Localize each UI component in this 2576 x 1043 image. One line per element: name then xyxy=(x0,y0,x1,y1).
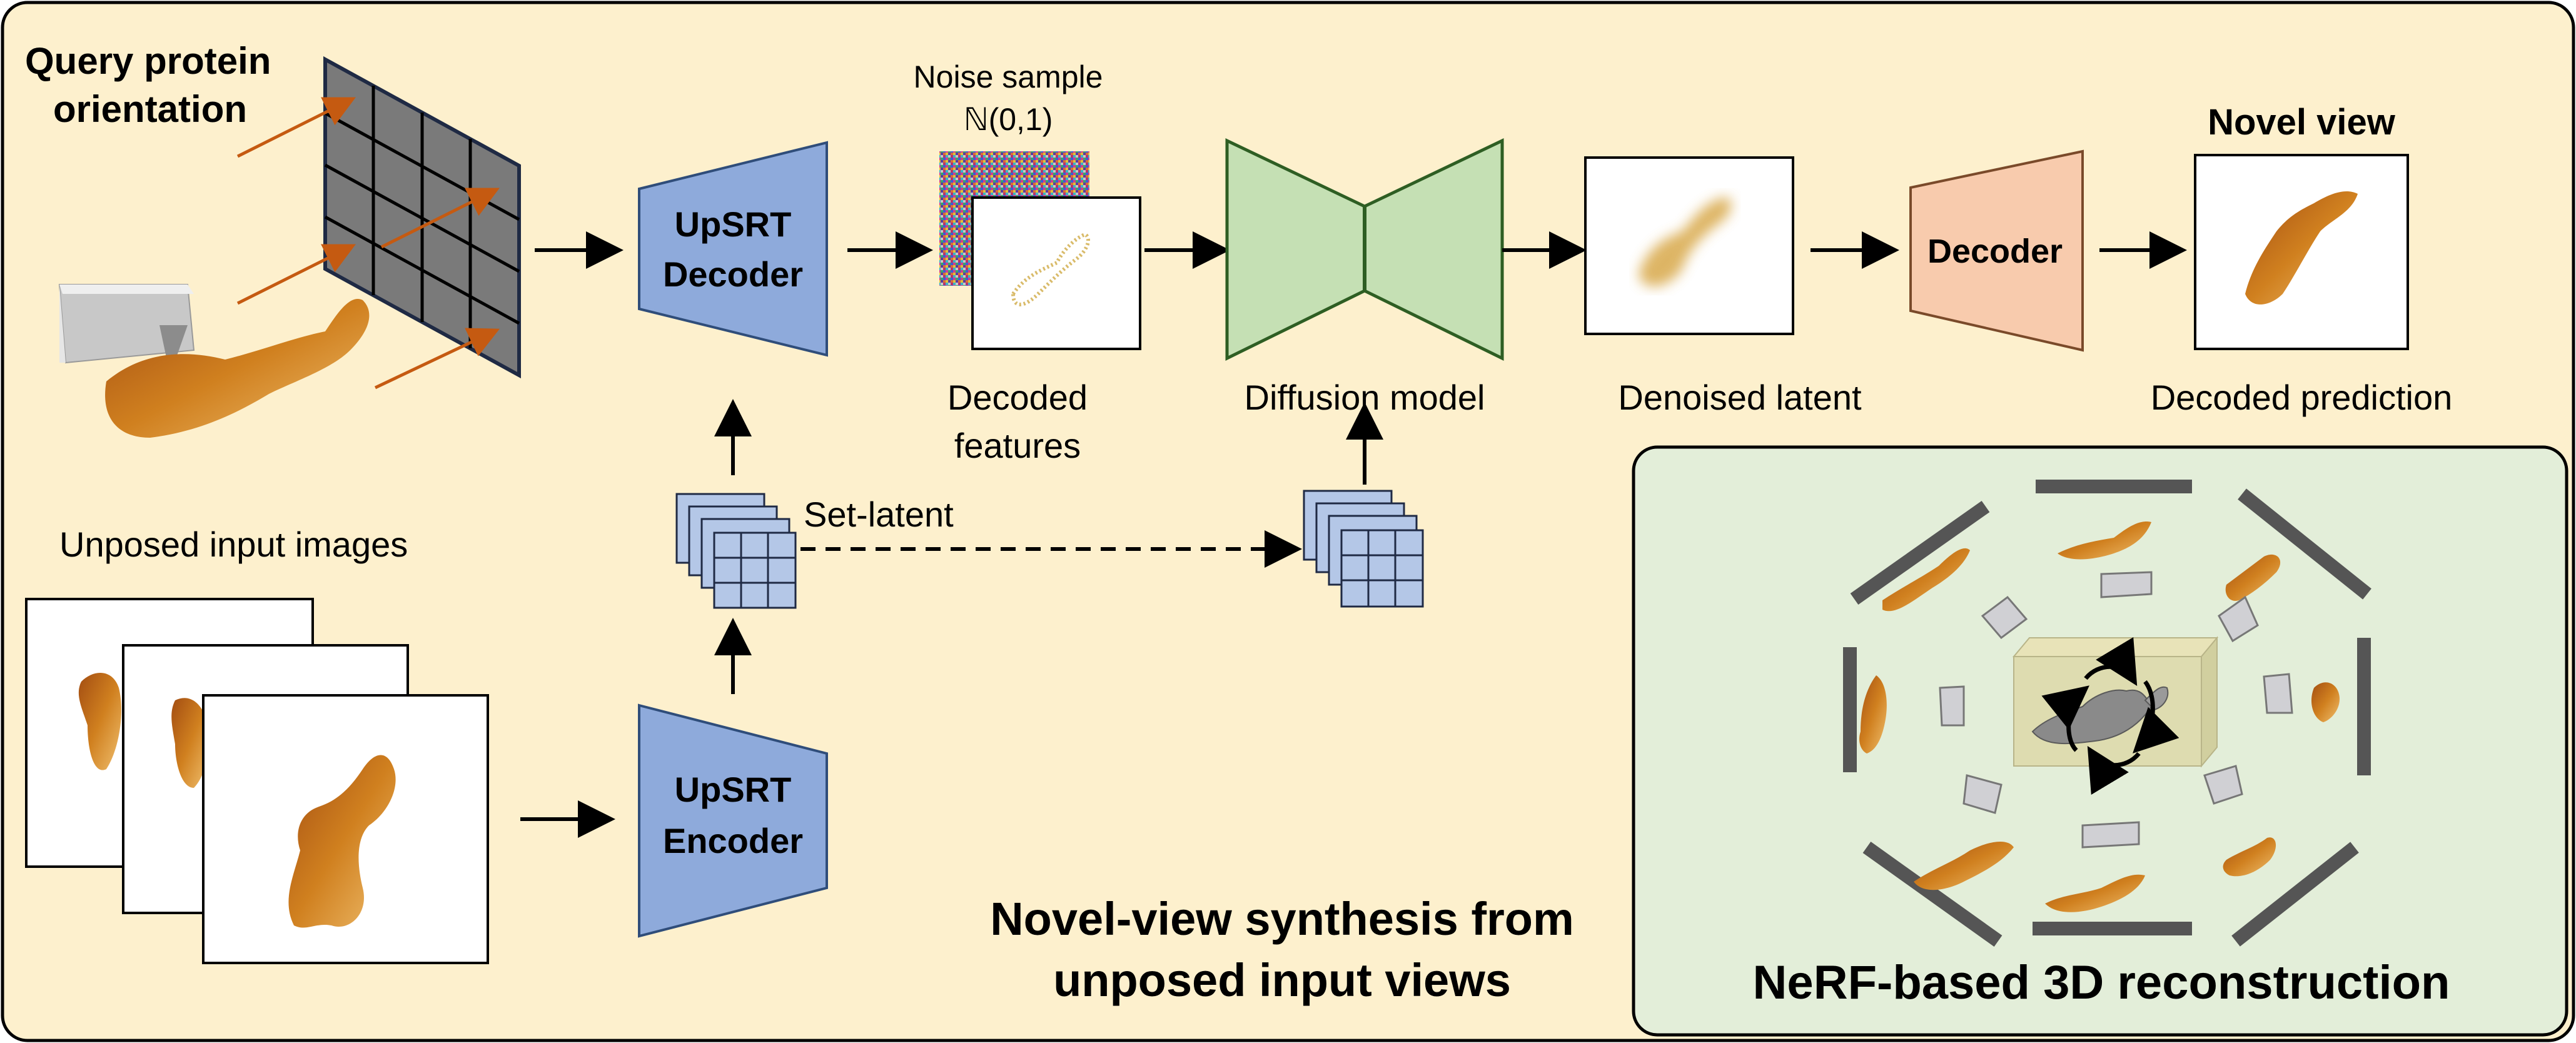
query-title-line2: orientation xyxy=(53,88,247,130)
decoded-prediction-label: Decoded prediction xyxy=(2151,378,2453,417)
decoded-features-image xyxy=(971,196,1141,350)
protein-icon xyxy=(105,299,370,438)
upsrt-decoder-block xyxy=(638,141,828,357)
decoder-label: Decoder xyxy=(1927,233,2063,270)
upsrt-decoder-label-2: Decoder xyxy=(663,254,803,294)
latent-grid-icon xyxy=(675,493,797,609)
input-image-stack xyxy=(25,598,489,964)
set-latent-label: Set-latent xyxy=(804,495,954,534)
screen-ring xyxy=(1843,480,2371,947)
main-caption-line1: Novel-view synthesis from xyxy=(990,893,1574,945)
upsrt-decoder-label-1: UpSRT xyxy=(675,204,792,244)
afm-tip-icon xyxy=(58,284,195,375)
main-caption-line2: unposed input views xyxy=(1053,954,1511,1006)
rotation-arrows-icon xyxy=(2041,637,2179,795)
upsrt-encoder-label-1: UpSRT xyxy=(675,770,792,809)
input-protein xyxy=(288,755,396,928)
decoded-features-label-1: Decoded xyxy=(947,378,1088,417)
camera-icon xyxy=(1939,571,2293,849)
decoded-features-protein xyxy=(1011,232,1090,306)
novel-view-protein xyxy=(2245,191,2358,305)
denoised-latent-label: Denoised latent xyxy=(1618,378,1862,417)
denoised-latent-blob xyxy=(1639,197,1732,287)
decoder-block xyxy=(1909,149,2084,352)
nerf-caption: NeRF-based 3D reconstruction xyxy=(1753,956,2450,1009)
upsrt-encoder-block xyxy=(638,703,828,938)
detector-grid-icon xyxy=(323,56,521,379)
latent-grid-icon-right xyxy=(1303,490,1424,608)
reconstruction-volume xyxy=(2012,636,2219,768)
noise-sample-label: Noise sample xyxy=(914,59,1103,94)
upsrt-encoder-label-2: Encoder xyxy=(663,821,803,860)
decoded-features-label-2: features xyxy=(954,426,1081,465)
noise-dist-label: ℕ(0,1) xyxy=(964,102,1053,137)
novel-view-title: Novel view xyxy=(2208,102,2396,143)
query-title-line1: Query protein xyxy=(25,40,271,82)
unposed-inputs-label: Unposed input images xyxy=(59,525,408,564)
query-rays xyxy=(236,97,500,390)
ring-proteins xyxy=(1859,522,2340,912)
